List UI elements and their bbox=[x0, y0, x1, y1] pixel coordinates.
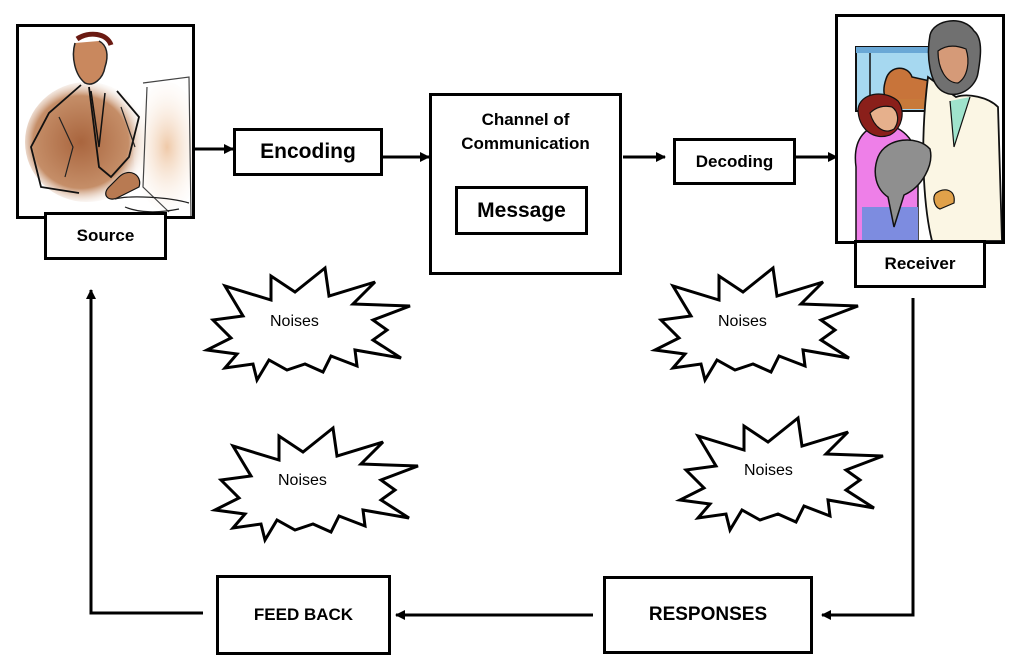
source-label: Source bbox=[76, 226, 135, 245]
source-label-box[interactable]: Source bbox=[44, 212, 167, 260]
feedback-box[interactable]: FEED BACK bbox=[216, 575, 391, 655]
message-label: Message bbox=[477, 198, 566, 222]
responses-label: RESPONSES bbox=[648, 604, 768, 625]
encoding-box[interactable]: Encoding bbox=[233, 128, 383, 176]
noise-label-4: Noises bbox=[744, 462, 793, 479]
feedback-label: FEED BACK bbox=[253, 605, 354, 624]
arrow-feedback-to-source bbox=[86, 289, 203, 615]
vet-with-girl-and-cat-icon bbox=[854, 20, 1002, 241]
noise-burst-2 bbox=[209, 425, 419, 544]
receiver-label: Receiver bbox=[884, 254, 956, 273]
responses-box[interactable]: RESPONSES bbox=[603, 576, 813, 654]
channel-title-line1: Channel of bbox=[481, 110, 570, 129]
channel-title-line2: Communication bbox=[461, 134, 590, 153]
noise-burst-4 bbox=[674, 415, 884, 534]
noise-label-2: Noises bbox=[278, 472, 327, 489]
noise-label-1: Noises bbox=[270, 313, 319, 330]
noise-burst-3 bbox=[649, 265, 859, 384]
encoding-label: Encoding bbox=[260, 140, 356, 163]
message-box[interactable]: Message bbox=[455, 186, 588, 235]
arrow-receiver-to-responses bbox=[821, 298, 915, 620]
noise-label-3: Noises bbox=[718, 313, 767, 330]
decoding-label: Decoding bbox=[695, 151, 774, 171]
receiver-label-box[interactable]: Receiver bbox=[854, 240, 986, 288]
noise-burst-1 bbox=[201, 265, 411, 384]
channel-title: Channel of Communication bbox=[461, 108, 589, 156]
channel-box[interactable]: Channel of Communication bbox=[429, 93, 622, 275]
decoding-box[interactable]: Decoding bbox=[673, 138, 796, 185]
man-at-computer-icon bbox=[25, 31, 192, 216]
source-illustration bbox=[16, 24, 195, 219]
receiver-illustration bbox=[835, 14, 1005, 244]
